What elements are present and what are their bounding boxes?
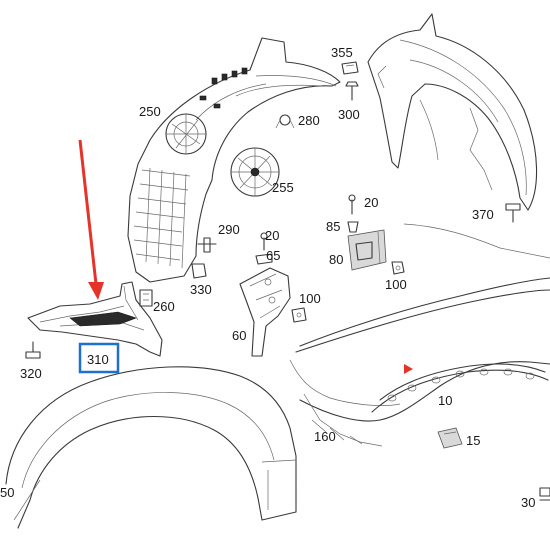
callout-60: 60 (232, 328, 246, 343)
wheel-arch-trim-50 (5, 366, 297, 529)
rear-wheel-arch-liner (367, 13, 538, 211)
callout-300: 300 (338, 107, 360, 122)
callout-290: 290 (218, 222, 240, 237)
callout-15: 15 (466, 433, 480, 448)
screw-300 (345, 81, 359, 101)
callout-320: 320 (20, 366, 42, 381)
callout-310: 310 (87, 352, 109, 367)
callout-80: 80 (329, 252, 343, 267)
red-arrow-indicator (78, 139, 104, 300)
body-panel (289, 223, 550, 447)
callout-85: 85 (326, 219, 340, 234)
highlight-box-310 (78, 342, 120, 374)
clip-280 (275, 114, 295, 129)
liner-grille (133, 167, 191, 269)
callout-65: 65 (266, 248, 280, 263)
callout-30: 30 (521, 495, 535, 510)
callout-355: 355 (331, 45, 353, 60)
screw-290 (197, 237, 217, 253)
callout-370: 370 (472, 207, 494, 222)
screw-20-upper (348, 194, 356, 215)
callout-10: 10 (438, 393, 452, 408)
clip-260 (139, 289, 153, 307)
round-cover-255 (230, 147, 280, 197)
bolt-30 (539, 487, 550, 501)
front-wheel-arch-liner (127, 37, 341, 283)
nut-100-left (291, 307, 307, 323)
callout-20-upper: 20 (364, 195, 378, 210)
clip-355 (341, 61, 359, 75)
red-marker (404, 364, 413, 374)
callout-280: 280 (298, 113, 320, 128)
bolt-370 (505, 203, 521, 223)
callout-255: 255 (272, 180, 294, 195)
callout-100-right: 100 (385, 277, 407, 292)
nut-330 (191, 263, 207, 279)
bracket-60 (239, 267, 291, 357)
bracket-80 (347, 229, 387, 271)
bolt-320 (25, 341, 41, 359)
callout-260: 260 (153, 299, 175, 314)
clip-65 (255, 253, 273, 265)
clip-15 (437, 427, 463, 449)
screw-20-mid (260, 232, 268, 251)
callout-20-mid: 20 (265, 228, 279, 243)
callout-330: 330 (190, 282, 212, 297)
nut-100-right (391, 261, 405, 275)
callout-160: 160 (314, 429, 336, 444)
clip-85 (347, 221, 359, 233)
liner-top-ribs (199, 67, 248, 109)
callout-50: 50 (0, 485, 14, 500)
callout-250: 250 (139, 104, 161, 119)
callout-100-left: 100 (299, 291, 321, 306)
splash-guard-310 (27, 281, 163, 357)
